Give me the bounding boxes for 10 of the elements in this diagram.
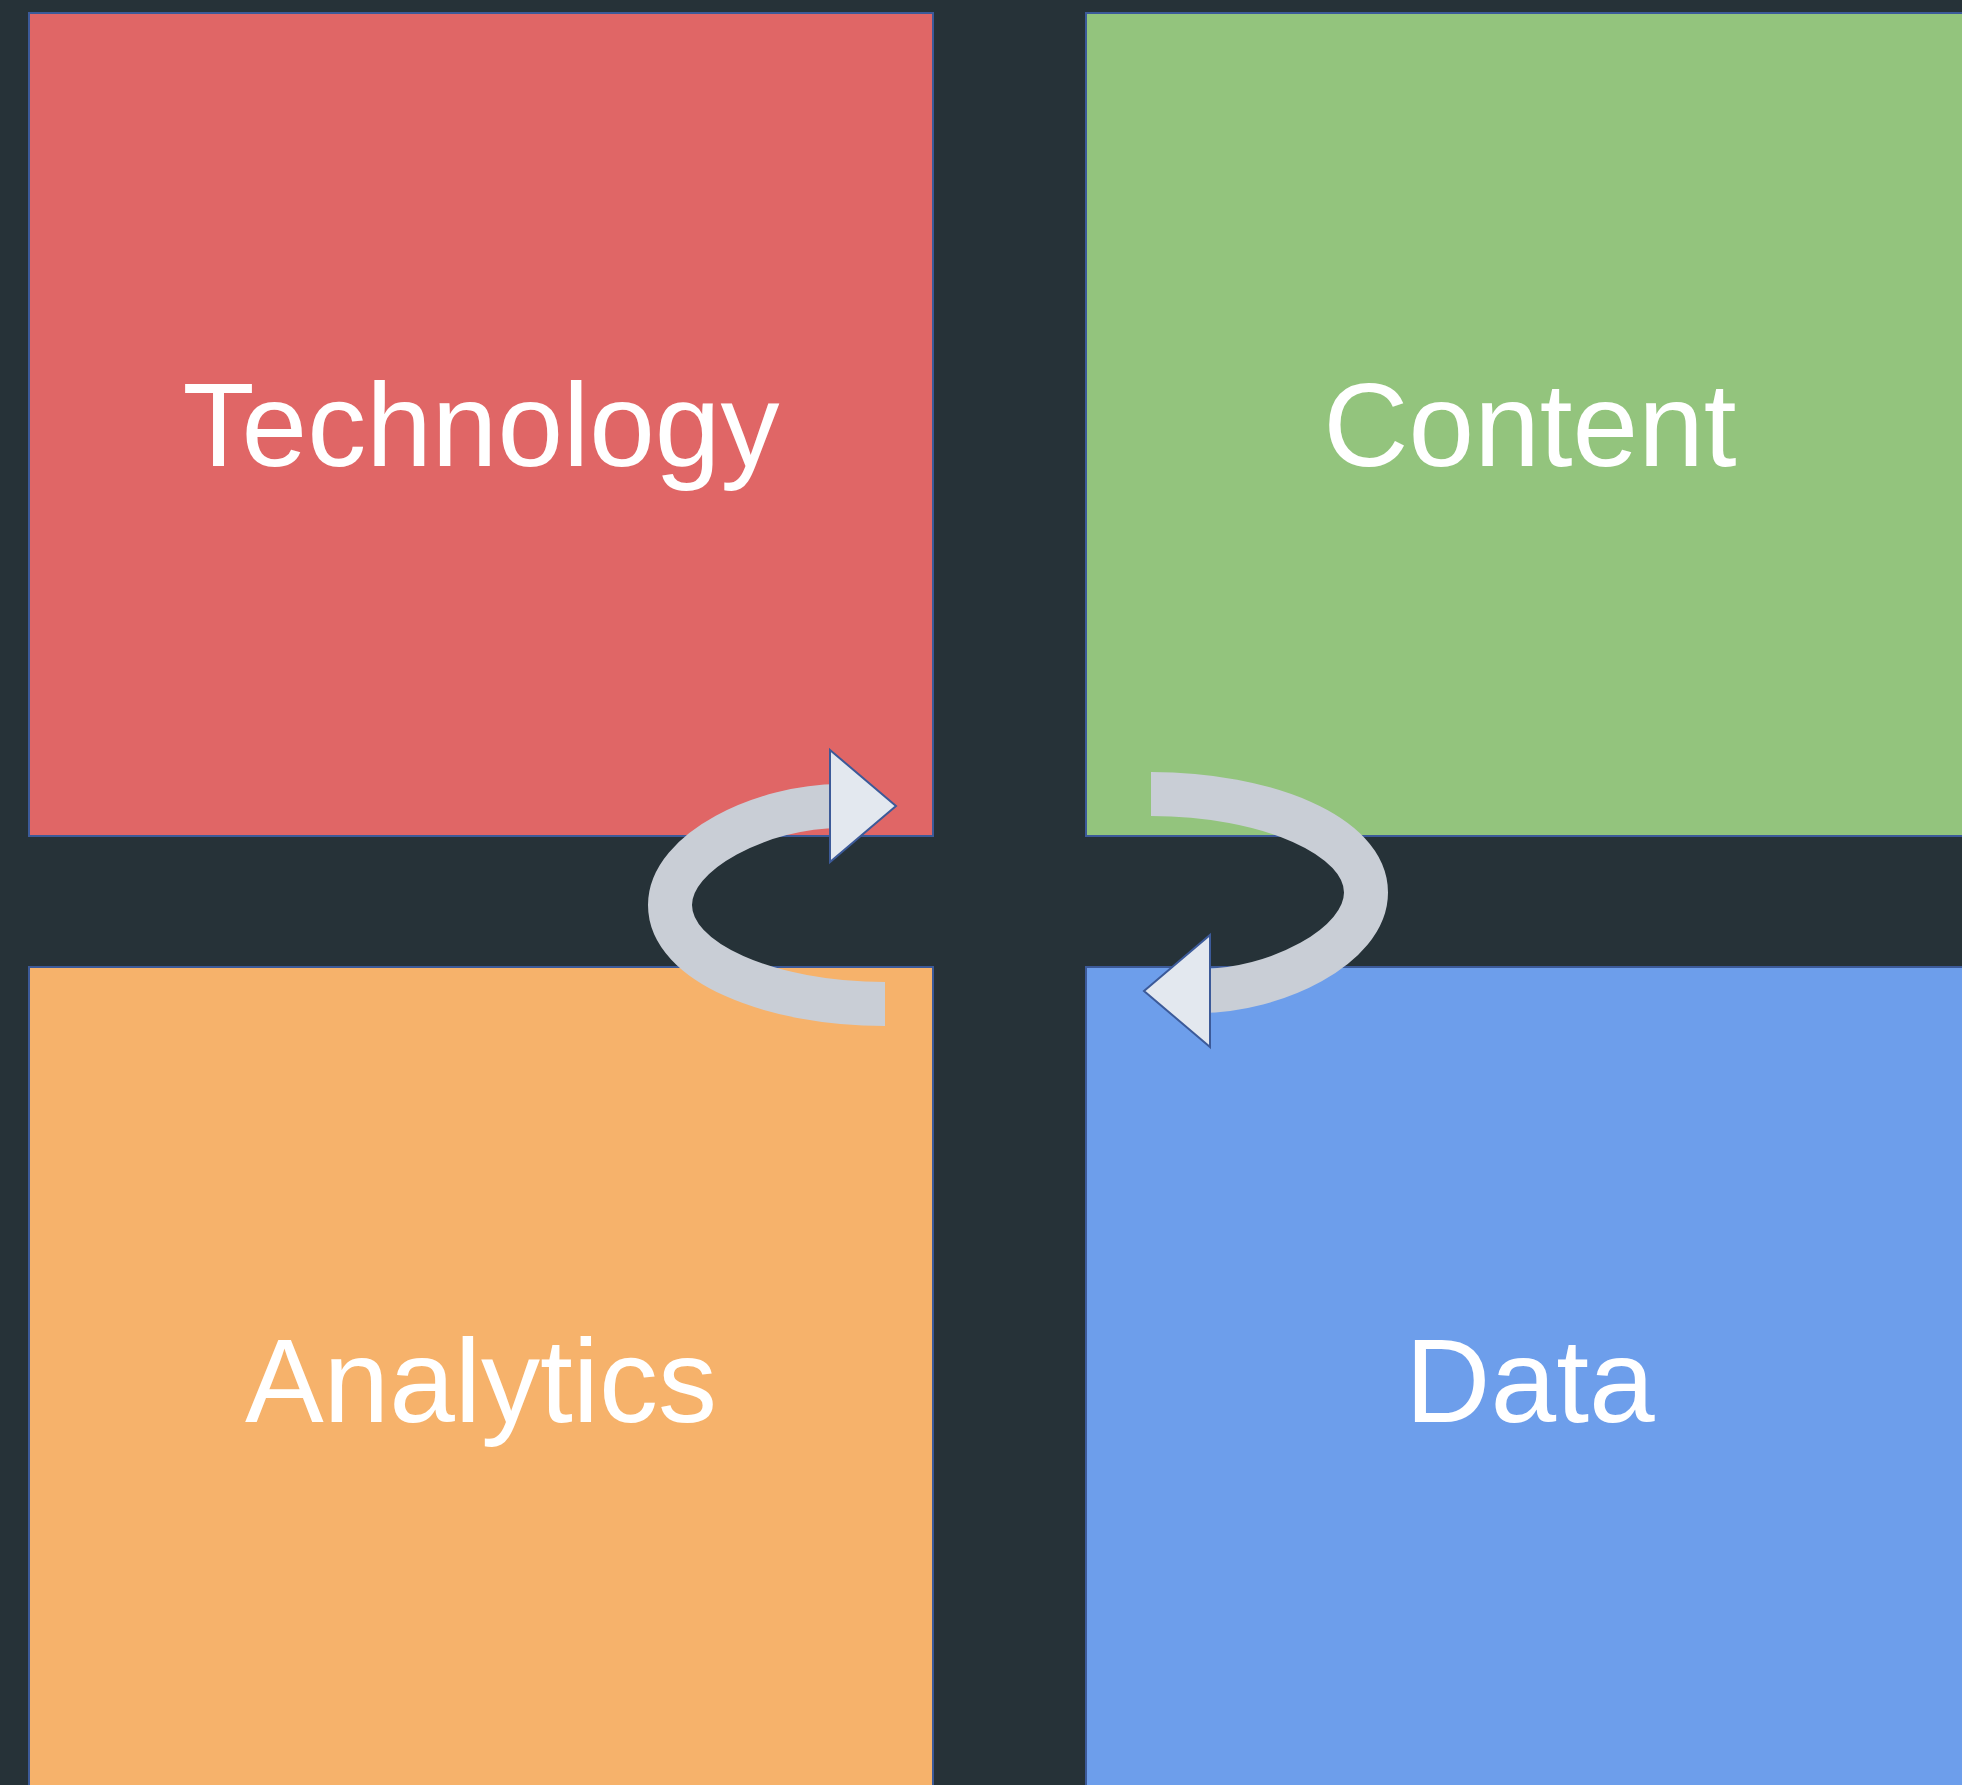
panel-label: Data (1405, 1314, 1655, 1449)
curved-arrow (1143, 772, 1388, 1048)
quadrant-panel (1085, 966, 1962, 1785)
curved-arrow (648, 749, 897, 1026)
quadrant-panel (1085, 12, 1962, 837)
quadrant-panel (28, 966, 934, 1785)
panel-label: Content (1323, 357, 1737, 493)
panel-label: Technology (182, 357, 780, 493)
panel-label: Analytics (244, 1314, 718, 1449)
quadrant-panel (28, 12, 934, 837)
